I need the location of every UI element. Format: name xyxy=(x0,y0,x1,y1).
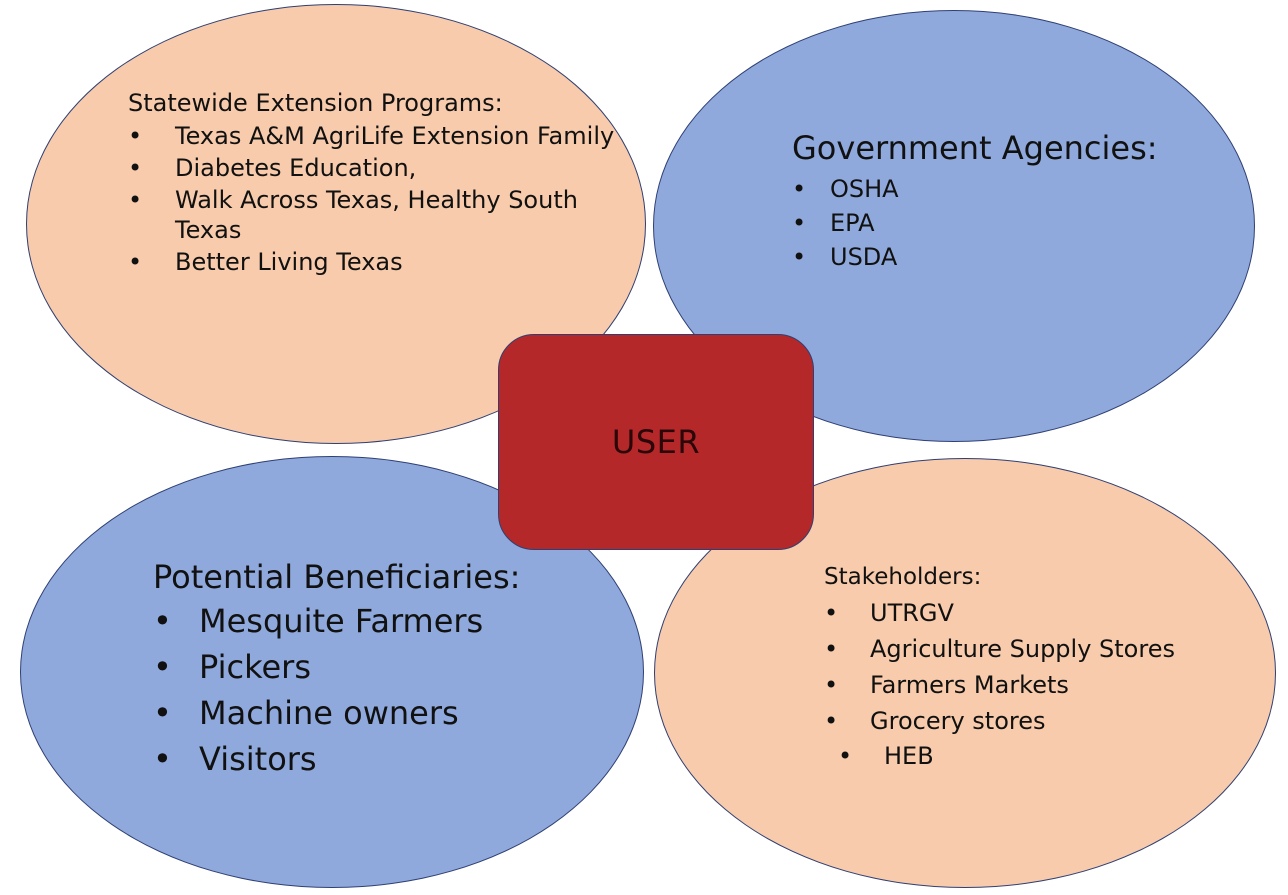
list-item: Pickers xyxy=(153,647,613,687)
stakeholders-list: UTRGV Agriculture Supply Stores Farmers … xyxy=(824,598,1244,736)
list-item: Farmers Markets xyxy=(824,670,1244,700)
stakeholders-heading: Stakeholders: xyxy=(824,564,982,590)
user-node: USER xyxy=(498,334,814,550)
list-item: Mesquite Farmers xyxy=(153,601,613,641)
list-item: Better Living Texas xyxy=(128,247,643,277)
user-label: USER xyxy=(611,423,701,461)
list-item: OSHA xyxy=(792,174,1212,204)
stakeholders-sub-list: HEB xyxy=(824,742,1244,770)
list-item: Walk Across Texas, Healthy South Texas xyxy=(128,185,643,245)
list-item: Diabetes Education, xyxy=(128,153,643,183)
government-agencies-group: Government Agencies: OSHA EPA USDA xyxy=(792,128,1212,276)
potential-beneficiaries-group: Potential Beneficiaries: Mesquite Farmer… xyxy=(153,557,613,785)
government-agencies-heading: Government Agencies: xyxy=(792,129,1158,167)
list-item: Grocery stores xyxy=(824,706,1244,736)
statewide-extension-heading: Statewide Extension Programs: xyxy=(128,89,503,117)
list-item: Agriculture Supply Stores xyxy=(824,634,1244,664)
sub-list-item: HEB xyxy=(824,742,1244,770)
list-item: UTRGV xyxy=(824,598,1244,628)
list-item: Machine owners xyxy=(153,693,613,733)
potential-beneficiaries-heading: Potential Beneficiaries: xyxy=(153,558,521,596)
statewide-extension-list: Texas A&M AgriLife Extension Family Diab… xyxy=(128,121,643,277)
list-item: EPA xyxy=(792,208,1212,238)
potential-beneficiaries-list: Mesquite Farmers Pickers Machine owners … xyxy=(153,601,613,779)
list-item: Visitors xyxy=(153,739,613,779)
statewide-extension-group: Statewide Extension Programs: Texas A&M … xyxy=(128,88,643,279)
stakeholders-group: Stakeholders: UTRGV Agriculture Supply S… xyxy=(824,563,1244,770)
government-agencies-list: OSHA EPA USDA xyxy=(792,174,1212,272)
list-item: USDA xyxy=(792,242,1212,272)
list-item: Texas A&M AgriLife Extension Family xyxy=(128,121,643,151)
